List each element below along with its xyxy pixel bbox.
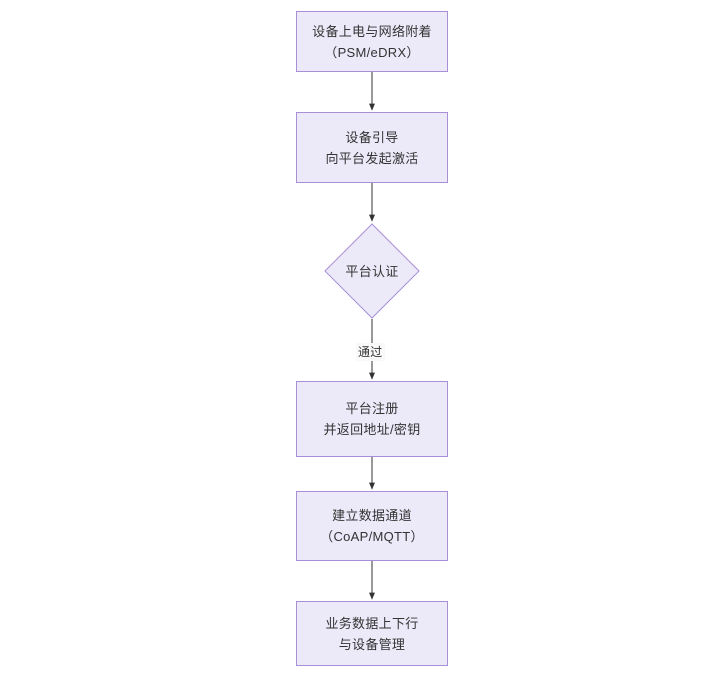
node-label-line2: 向平台发起激活 — [325, 150, 419, 166]
node-device-bootstrap[interactable]: 设备引导 向平台发起激活 — [296, 112, 448, 183]
node-device-power-on[interactable]: 设备上电与网络附着 （PSM/eDRX） — [296, 11, 448, 72]
node-platform-registration[interactable]: 平台注册 并返回地址/密钥 — [296, 381, 448, 457]
diamond-shape — [324, 223, 420, 319]
node-label-line2: 与设备管理 — [338, 636, 406, 652]
node-label-line1: 业务数据上下行 — [325, 615, 419, 631]
node-label-line1: 设备引导 — [345, 129, 399, 145]
node-label-line1: 设备上电与网络附着 — [312, 23, 432, 39]
node-label-line1: 建立数据通道 — [332, 508, 412, 523]
edge-label-pass: 通过 — [356, 343, 385, 361]
node-label-line1: 平台注册 — [345, 401, 399, 416]
node-label-line2: （CoAP/MQTT） — [320, 529, 424, 544]
node-platform-authentication[interactable]: 平台认证 — [324, 223, 420, 319]
node-label-line1: 平台认证 — [345, 263, 399, 279]
node-label-line2: （PSM/eDRX） — [324, 44, 420, 60]
node-label-line2: 并返回地址/密钥 — [323, 422, 421, 437]
node-establish-data-channel[interactable]: 建立数据通道 （CoAP/MQTT） — [296, 491, 448, 561]
node-business-data-and-device-management[interactable]: 业务数据上下行 与设备管理 — [296, 601, 448, 666]
